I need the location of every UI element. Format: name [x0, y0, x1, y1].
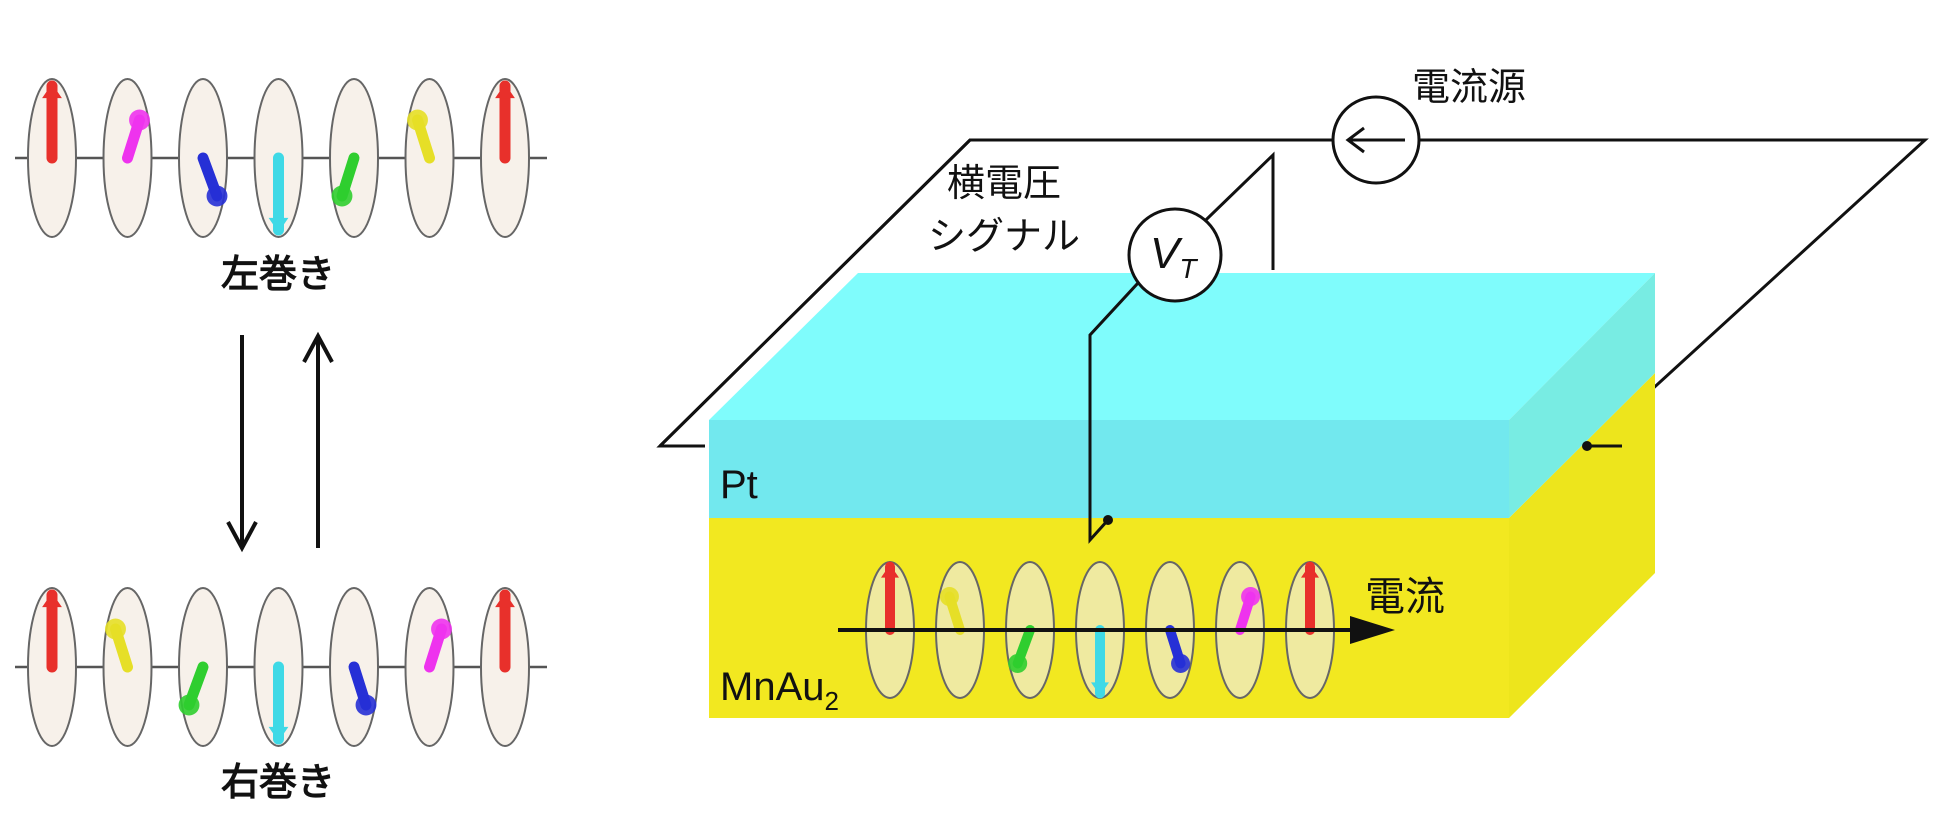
- spin-site: [480, 587, 530, 747]
- spin-arrowhead: [881, 564, 899, 578]
- voltage-contact: [1103, 515, 1113, 525]
- spin-arrowhead: [495, 592, 515, 608]
- current-source: 電流源: [1331, 65, 1526, 185]
- spin-arrowhead: [42, 592, 62, 608]
- spin-site: [27, 587, 77, 747]
- left-helix-label: 左巻き: [221, 252, 335, 296]
- spin-arrowhead: [331, 185, 353, 207]
- voltage-probe: VT 横電圧 シグナル: [928, 151, 1275, 544]
- spin-arrowhead: [1171, 653, 1191, 673]
- spin-arrowhead: [129, 109, 150, 131]
- spin-site: [178, 587, 228, 747]
- spin-arrowhead: [431, 618, 452, 640]
- spin-arrowhead: [178, 694, 200, 716]
- spin-arrowhead: [1301, 564, 1319, 578]
- right-handed-helix: 右巻き: [15, 587, 547, 804]
- spin-arrowhead: [1091, 682, 1109, 696]
- transverse-voltage-label-line2: シグナル: [928, 214, 1080, 258]
- spin-site: [329, 78, 379, 238]
- mnau2-layer-label: MnAu2: [720, 665, 839, 716]
- spin-chain: [27, 587, 530, 747]
- voltage-wire-right: [1178, 151, 1275, 270]
- spin-arrowhead: [495, 83, 515, 99]
- spin-arrowhead: [355, 694, 377, 716]
- pt-layer-top: [709, 273, 1655, 420]
- spin-arrowhead: [268, 217, 289, 233]
- spin-site: [253, 587, 304, 747]
- spin-arrowhead: [268, 726, 289, 742]
- current-source-arrowhead: [1345, 126, 1365, 154]
- voltmeter-label: VT: [1150, 229, 1198, 284]
- spin-site: [404, 587, 455, 747]
- current-arrowhead: [1350, 616, 1395, 644]
- spin-arrowhead: [105, 618, 126, 640]
- arrow-up-head: [302, 331, 334, 363]
- current-loop-left-wire: [656, 138, 1333, 448]
- mnau2-subscript: 2: [825, 686, 839, 716]
- current-source-label: 電流源: [1412, 65, 1526, 109]
- spin-arrowhead: [1241, 587, 1261, 607]
- spin-site: [27, 78, 77, 238]
- spin-site: [253, 78, 304, 238]
- device-schematic: 電流源 VT 横電圧 シグナル Pt MnAu2 電流: [656, 65, 1929, 718]
- spin-site: [404, 78, 455, 238]
- transverse-voltage-label-line1: 横電圧: [947, 161, 1061, 205]
- spin-arrowhead: [407, 109, 428, 131]
- pt-layer-label: Pt: [720, 463, 758, 507]
- voltmeter-circle: [1127, 207, 1223, 303]
- pt-layer-side: [1509, 273, 1655, 518]
- spin-arrowhead: [1008, 653, 1028, 673]
- spin-arrowhead: [42, 83, 62, 99]
- current-label: 電流: [1365, 574, 1445, 620]
- pt-layer-front: [709, 420, 1509, 518]
- voltage-wire-left: [1088, 268, 1152, 544]
- mnau2-layer-side: [1509, 373, 1655, 718]
- spin-site: [102, 587, 153, 747]
- left-handed-helix: 左巻き: [15, 78, 547, 296]
- spin-arrowhead: [939, 587, 959, 607]
- spin-arrowhead: [206, 185, 228, 207]
- spin-site: [178, 78, 228, 238]
- spin-site: [102, 78, 153, 238]
- voltmeter-subscript: T: [1179, 253, 1198, 284]
- spin-chain: [27, 78, 530, 238]
- right-helix-label: 右巻き: [221, 760, 335, 804]
- arrow-down-head: [226, 521, 258, 553]
- spin-site: [480, 78, 530, 238]
- spin-site: [329, 587, 379, 747]
- transition-arrows: [226, 331, 334, 553]
